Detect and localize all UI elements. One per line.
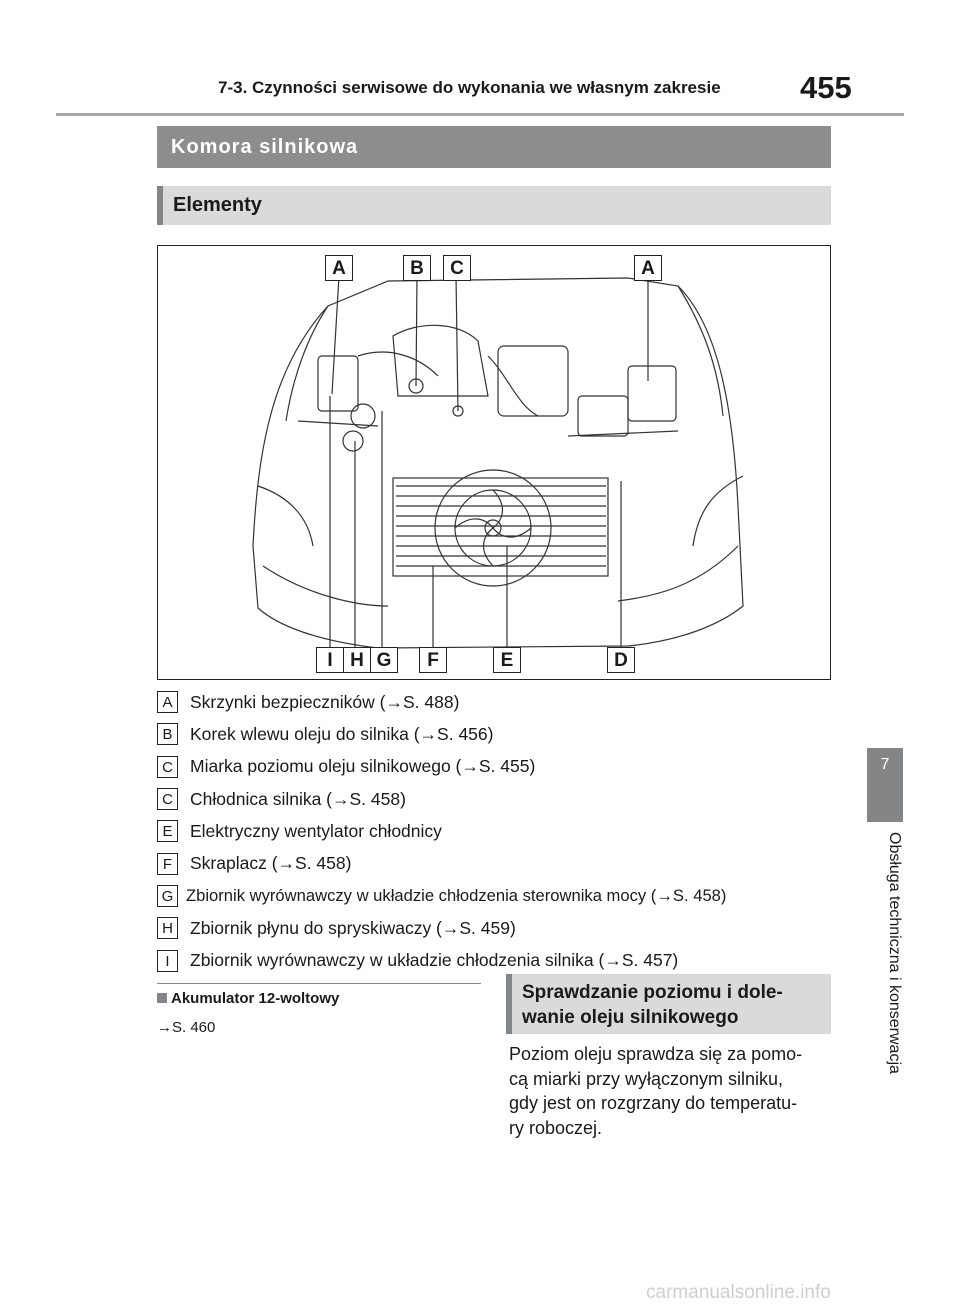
engine-bay-drawing [252, 275, 744, 649]
callout-bottom-i: I [316, 647, 344, 673]
legend-text: Zbiornik wyrównawczy w układzie chłodzen… [190, 950, 679, 971]
legend-key: B [157, 723, 178, 746]
legend-item: H Zbiornik płynu do spryskiwaczy (→S. 459… [157, 912, 847, 944]
legend-key: A [157, 691, 178, 714]
legend-key: H [157, 917, 178, 940]
legend-text: Zbiornik płynu do spryskiwaczy (→S. 459) [190, 917, 516, 938]
section-title: Komora silnikowa [171, 136, 359, 158]
legend-key: C [157, 788, 178, 811]
legend-key: G [157, 884, 178, 907]
legend-text: Zbiornik wyrównawczy w układzie chłodzen… [186, 885, 727, 905]
subsection-title-bar: Elementy [157, 186, 831, 225]
legend-text: Skraplacz (→S. 458) [190, 853, 352, 874]
callout-top-a-right: A [634, 255, 662, 281]
oil-check-body-line: cą miarki przy wyłączonym silniku, [509, 1068, 784, 1089]
running-header: 7-3. Czynności serwisowe do wykonania we… [218, 78, 721, 97]
chapter-tab-title: Obsługa techniczna i konserwacja [886, 832, 903, 1074]
watermark: carmanualsonline.info [646, 1282, 831, 1303]
chapter-tab-number: 7 [867, 748, 903, 822]
legend-item: E Elektryczny wentylator chłodnicy [157, 815, 847, 847]
engine-bay-illustration: A B C A I H G F E D [157, 245, 831, 680]
oil-check-body: Poziom oleju sprawdza się za pomo- cą mi… [509, 1042, 839, 1140]
section-title-bar: Komora silnikowa [157, 126, 831, 168]
callout-top-b: B [403, 255, 431, 281]
legend-item: B Korek wlewu oleju do silnika (→S. 456) [157, 718, 847, 750]
oil-check-heading: Sprawdzanie poziomu i dole- wanie oleju … [506, 974, 831, 1034]
battery-heading: Akumulator 12-woltowy [157, 990, 339, 1007]
legend-item: F Skraplacz (→S. 458) [157, 847, 847, 879]
legend-key: F [157, 852, 178, 875]
battery-page-ref: →S. 460 [157, 1019, 216, 1036]
legend-text: Skrzynki bezpieczników (→S. 488) [190, 691, 460, 712]
legend-text: Chłodnica silnika (→S. 458) [190, 788, 406, 809]
legend-item: C Chłodnica silnika (→S. 458) [157, 783, 847, 815]
legend-item: C Miarka poziomu oleju silnikowego (→S. 4… [157, 751, 847, 783]
legend-item: G Zbiornik wyrównawczy w układzie chłodze… [157, 880, 847, 912]
subsection-title: Elementy [173, 194, 262, 216]
legend-text: Miarka poziomu oleju silnikowego (→S. 45… [190, 756, 536, 777]
legend-text: Elektryczny wentylator chłodnicy [190, 820, 442, 841]
battery-title: Akumulator 12-woltowy [171, 990, 340, 1007]
legend-key: E [157, 820, 178, 843]
header-rule [56, 113, 904, 116]
legend-key: C [157, 755, 178, 778]
legend-text: Korek wlewu oleju do silnika (→S. 456) [190, 723, 494, 744]
oil-check-body-line: gdy jest on rozgrzany do temperatu- [509, 1093, 798, 1113]
page-number: 455 [800, 70, 852, 105]
callout-bottom-h: H [343, 647, 371, 673]
callout-bottom-d: D [607, 647, 635, 673]
legend-item: I Zbiornik wyrównawczy w układzie chłodze… [157, 944, 847, 976]
callout-bottom-g: G [370, 647, 398, 673]
oil-check-body-line: Poziom oleju sprawdza się za pomo- [509, 1044, 803, 1064]
column-divider [157, 983, 481, 984]
callout-bottom-f: F [419, 647, 447, 673]
callout-top-c: C [443, 255, 471, 281]
oil-check-body-line: ry roboczej. [509, 1117, 603, 1138]
legend-item: A Skrzynki bezpieczników (→S. 488) [157, 686, 847, 718]
oil-check-title-line: Sprawdzanie poziomu i dole- [522, 982, 783, 1003]
callout-top-a-left: A [325, 255, 353, 281]
component-legend: A Skrzynki bezpieczników (→S. 488) B Korek… [157, 686, 847, 977]
callout-bottom-e: E [493, 647, 521, 673]
legend-key: I [157, 949, 178, 972]
square-bullet-icon [157, 993, 167, 1003]
oil-check-title-line: wanie oleju silnikowego [522, 1007, 739, 1028]
